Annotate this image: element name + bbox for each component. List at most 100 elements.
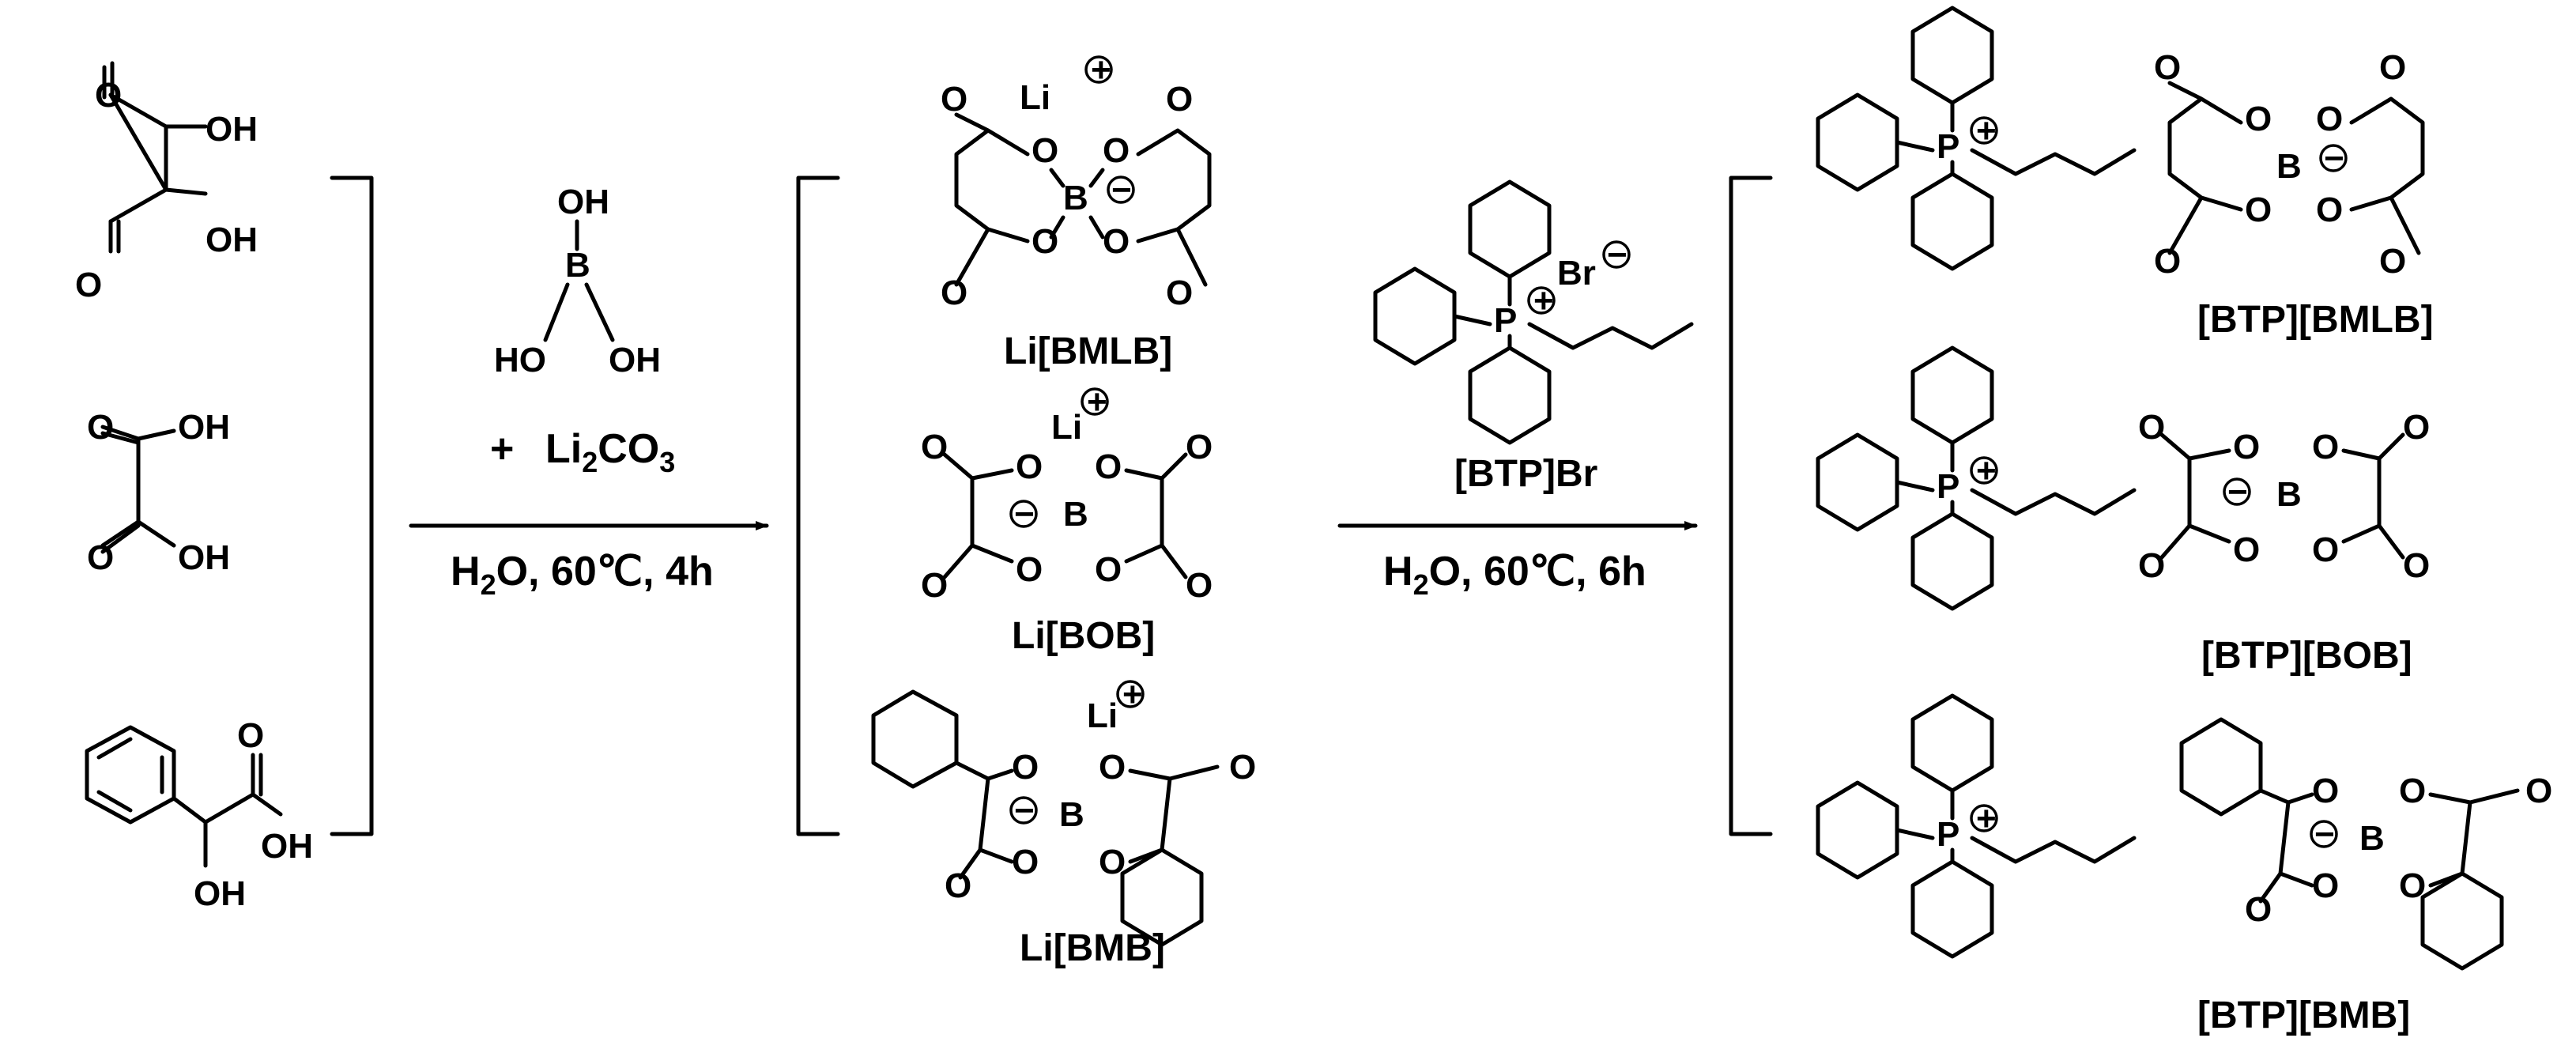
svg-text:O: O xyxy=(921,428,948,466)
svg-text:O: O xyxy=(1016,447,1043,486)
svg-text:+: + xyxy=(1976,451,1997,490)
svg-text:O: O xyxy=(1166,80,1193,119)
svg-text:+: + xyxy=(1533,281,1554,320)
svg-text:O: O xyxy=(2233,428,2260,466)
svg-text:O: O xyxy=(2154,48,2181,87)
li-bmlb-label: Li[BMLB] xyxy=(1004,330,1172,372)
svg-text:O: O xyxy=(2316,191,2343,229)
boric-b: B xyxy=(565,246,590,285)
btp-bob-label: [BTP][BOB] xyxy=(2201,635,2412,677)
oxalic-o1: O xyxy=(87,408,114,447)
svg-text:B: B xyxy=(1063,179,1088,217)
svg-text:−: − xyxy=(1014,495,1035,534)
svg-text:O: O xyxy=(941,80,967,119)
malonic-acid-structure: O OH OH O xyxy=(75,61,258,304)
svg-text:O: O xyxy=(2245,191,2272,229)
boric-acid-structure: B OH HO OH xyxy=(494,183,661,379)
svg-text:O: O xyxy=(2312,530,2339,569)
step2-conditions: H2O, 60℃, 6h xyxy=(1383,549,1646,601)
svg-text:B: B xyxy=(1059,795,1084,834)
li2co3-formula: Li2CO3 xyxy=(545,426,675,478)
btp-bob-structure: P + B − O O O O O O O O [BTP][BOB] xyxy=(1816,345,2430,677)
products-bracket-left xyxy=(1729,176,1773,836)
boric-oh-left: HO xyxy=(494,341,546,379)
boric-oh-right: OH xyxy=(609,341,661,379)
reactants-bracket xyxy=(330,176,374,836)
svg-text:O: O xyxy=(1095,447,1122,486)
svg-text:−: − xyxy=(2314,815,2335,854)
mandelic-oh-alpha: OH xyxy=(194,874,246,913)
svg-text:O: O xyxy=(1103,131,1130,170)
svg-text:O: O xyxy=(1012,748,1039,787)
oxalic-o2: O xyxy=(87,538,114,577)
svg-text:O: O xyxy=(2312,428,2339,466)
malonic-oh2: OH xyxy=(206,221,258,259)
svg-text:−: − xyxy=(2324,139,2344,178)
btp-br-label: [BTP]Br xyxy=(1454,453,1597,495)
oxalic-oh1: OH xyxy=(178,408,230,447)
plus-sign: + xyxy=(490,426,514,472)
svg-text:O: O xyxy=(2379,242,2406,281)
svg-text:P: P xyxy=(1937,467,1959,506)
li-bmb-structure: Li + B − O O O O O O Li[BMB] xyxy=(871,675,1256,969)
li-bmlb-structure: Li + B − O O O O O O O O Li[BMLB] xyxy=(941,51,1212,372)
svg-text:B: B xyxy=(2276,475,2302,514)
svg-text:O: O xyxy=(1099,748,1126,787)
svg-text:+: + xyxy=(1976,111,1997,150)
oxalic-oh2: OH xyxy=(178,538,230,577)
bromide: Br xyxy=(1557,254,1596,292)
svg-text:O: O xyxy=(1095,550,1122,589)
svg-text:O: O xyxy=(1229,748,1256,787)
svg-text:O: O xyxy=(1103,222,1130,261)
svg-text:O: O xyxy=(1166,274,1193,312)
oxalic-acid-structure: O OH O OH xyxy=(87,408,230,577)
li-bob-label: Li[BOB] xyxy=(1012,615,1155,657)
svg-text:O: O xyxy=(2245,100,2272,138)
svg-text:O: O xyxy=(1186,566,1213,605)
svg-text:O: O xyxy=(1032,222,1058,261)
svg-text:O: O xyxy=(2399,772,2426,810)
svg-text:Li: Li xyxy=(1051,408,1082,447)
svg-text:+: + xyxy=(1976,799,1997,838)
svg-text:+: + xyxy=(1087,383,1107,421)
btp-bmb-label: [BTP][BMB] xyxy=(2197,994,2410,1036)
svg-text:O: O xyxy=(1032,131,1058,170)
svg-text:O: O xyxy=(945,866,971,905)
li-bmb-label: Li[BMB] xyxy=(1020,927,1165,969)
svg-text:−: − xyxy=(1014,791,1035,830)
svg-text:O: O xyxy=(941,274,967,312)
svg-text:+: + xyxy=(1122,675,1143,714)
svg-text:O: O xyxy=(2316,100,2343,138)
svg-text:Li: Li xyxy=(1087,696,1118,735)
btp-br-structure: P + Br − [BTP]Br xyxy=(1373,179,1694,495)
svg-text:P: P xyxy=(1937,815,1959,854)
svg-text:O: O xyxy=(1016,550,1043,589)
mandelic-acid-structure: O OH OH xyxy=(85,716,313,913)
svg-text:O: O xyxy=(2233,530,2260,569)
li-bob-structure: Li + B − O O O O O O O O Li[BOB] xyxy=(921,383,1213,657)
svg-text:P: P xyxy=(1937,127,1959,166)
btp-bmlb-label: [BTP][BMLB] xyxy=(2197,299,2434,341)
svg-text:B: B xyxy=(1063,495,1088,534)
svg-text:O: O xyxy=(2403,546,2430,585)
svg-text:P: P xyxy=(1494,301,1517,340)
svg-text:O: O xyxy=(2525,772,2552,810)
svg-text:B: B xyxy=(2276,147,2302,186)
malonic-o2: O xyxy=(75,266,102,304)
svg-text:Li: Li xyxy=(1020,78,1050,117)
btp-bmlb-structure: P + B − O O O O O O O O [BTP][BMLB] xyxy=(1816,6,2434,341)
svg-text:O: O xyxy=(921,566,948,605)
malonic-oh1: OH xyxy=(206,110,258,149)
svg-text:O: O xyxy=(2312,772,2339,810)
svg-text:O: O xyxy=(2138,408,2165,447)
svg-text:O: O xyxy=(2312,866,2339,905)
svg-text:O: O xyxy=(2245,890,2272,929)
intermediates-bracket-left xyxy=(796,176,840,836)
svg-text:O: O xyxy=(2379,48,2406,87)
malonic-o1: O xyxy=(95,76,122,115)
svg-text:−: − xyxy=(1111,171,1132,209)
svg-text:O: O xyxy=(2138,546,2165,585)
svg-text:O: O xyxy=(2403,408,2430,447)
mandelic-o: O xyxy=(237,716,264,755)
